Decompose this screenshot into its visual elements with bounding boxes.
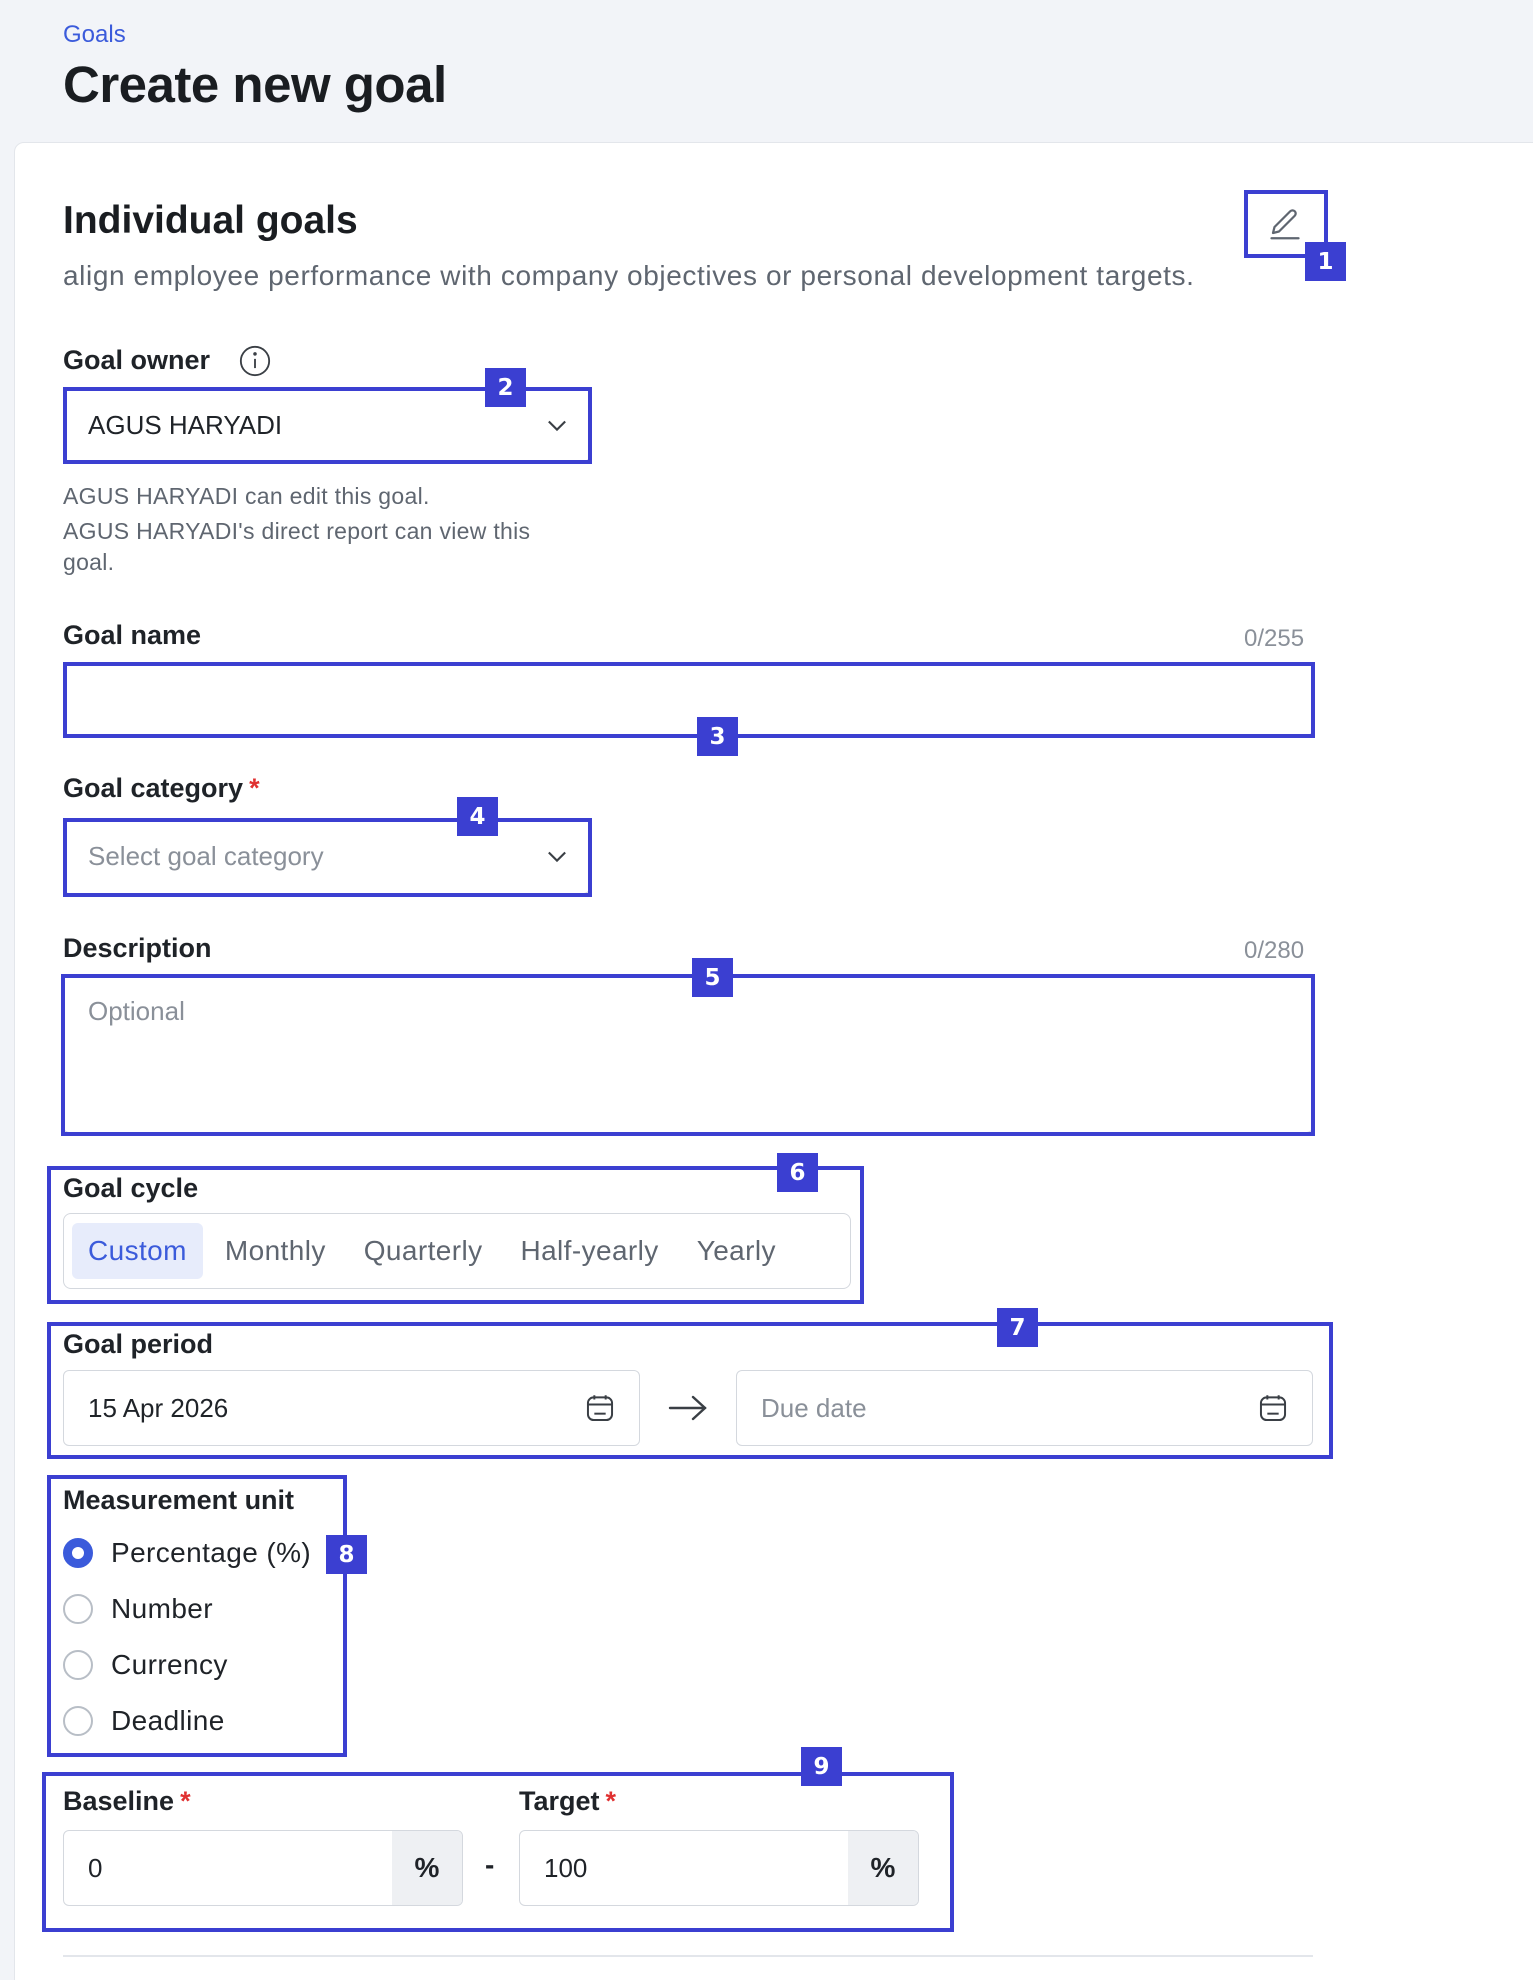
due-date-placeholder: Due date [761,1392,867,1423]
start-date-value: 15 Apr 2026 [88,1392,229,1423]
required-marker: * [180,1786,191,1816]
baseline-unit: % [392,1831,462,1905]
chevron-down-icon [548,851,566,863]
annotation-tag-5: 5 [692,958,733,997]
description-counter: 0/280 [1244,937,1305,964]
divider [63,1955,1313,1957]
annotation-tag-7: 7 [997,1308,1038,1347]
goal-owner-helper-line3: goal. [63,549,115,575]
baseline-input[interactable]: 0 % [63,1830,463,1906]
goal-owner-helper: AGUS HARYADI can edit this goal. AGUS HA… [63,479,530,580]
section-title: Individual goals [63,199,358,242]
breadcrumb-goals[interactable]: Goals [63,21,126,48]
goal-category-label: Goal category* [63,773,260,804]
goal-owner-value: AGUS HARYADI [88,409,283,440]
radio-deadline-label: Deadline [111,1705,225,1736]
radio-button[interactable] [63,1650,93,1680]
description-textarea[interactable]: Optional [63,975,1313,1133]
goal-name-counter: 0/255 [1244,625,1305,652]
target-label: Target* [519,1786,616,1817]
target-label-text: Target [519,1786,600,1816]
target-input[interactable]: 100 % [519,1830,919,1906]
range-separator: - [485,1849,495,1880]
due-date-input[interactable]: Due date [736,1370,1313,1446]
goal-owner-helper-line2: AGUS HARYADI's direct report can view th… [63,518,531,544]
radio-button[interactable] [63,1594,93,1624]
required-marker: * [249,773,260,803]
radio-percentage-label: Percentage (%) [111,1537,312,1568]
annotation-tag-6: 6 [777,1153,818,1192]
page-header: Goals Create new goal [0,0,1533,142]
goal-name-input[interactable] [63,662,1313,736]
target-unit: % [848,1831,918,1905]
info-icon[interactable] [238,344,272,378]
goal-category-label-text: Goal category [63,773,244,803]
radio-currency-label: Currency [111,1649,228,1680]
radio-button-selected[interactable] [63,1538,93,1568]
goal-owner-label: Goal owner [63,345,210,376]
annotation-tag-9: 9 [801,1747,842,1786]
cycle-option-custom[interactable]: Custom [72,1223,203,1279]
annotation-tag-2: 2 [485,368,526,407]
radio-percentage[interactable]: Percentage (%) [63,1535,311,1571]
chevron-down-icon [548,420,566,432]
section-subtitle: align employee performance with company … [63,260,1195,291]
goal-period-label: Goal period [63,1329,214,1359]
annotation-tag-3: 3 [697,717,738,756]
start-date-input[interactable]: 15 Apr 2026 [63,1370,640,1446]
required-marker: * [605,1786,617,1816]
measurement-unit-label: Measurement unit [63,1485,295,1515]
goal-owner-helper-line1: AGUS HARYADI can edit this goal. [63,483,430,509]
target-value: 100 [544,1852,588,1883]
annotation-tag-8: 8 [326,1535,367,1574]
cycle-option-monthly[interactable]: Monthly [224,1235,326,1266]
baseline-label: Baseline* [63,1786,191,1817]
goal-name-label: Goal name [63,620,202,650]
description-placeholder: Optional [88,996,185,1026]
cycle-option-half-yearly[interactable]: Half-yearly [520,1235,659,1266]
arrow-right-icon [667,1390,709,1426]
radio-currency[interactable]: Currency [63,1647,311,1683]
pencil-icon [1270,209,1300,240]
goal-owner-label-text: Goal owner [63,345,211,375]
annotation-tag-1: 1 [1305,242,1346,281]
annotation-tag-4: 4 [457,797,498,836]
radio-button[interactable] [63,1706,93,1736]
radio-number-label: Number [111,1593,213,1624]
cycle-option-yearly[interactable]: Yearly [696,1235,776,1266]
radio-deadline[interactable]: Deadline [63,1703,311,1739]
description-label: Description [63,933,212,963]
edit-button[interactable] [1245,190,1325,258]
goal-cycle-segmented-control: Custom Monthly Quarterly Half-yearly Yea… [63,1213,851,1289]
calendar-icon[interactable] [1256,1391,1290,1425]
goal-category-placeholder: Select goal category [88,840,324,871]
measurement-unit-radio-group: Percentage (%) Number Currency Deadline [63,1535,311,1739]
baseline-label-text: Baseline [63,1786,175,1816]
goal-category-select[interactable]: Select goal category [63,818,590,894]
page-title: Create new goal [63,56,447,113]
calendar-icon[interactable] [583,1391,617,1425]
baseline-value: 0 [88,1852,103,1883]
goal-cycle-label: Goal cycle [63,1173,199,1203]
radio-number[interactable]: Number [63,1591,311,1627]
cycle-option-quarterly[interactable]: Quarterly [363,1235,483,1266]
